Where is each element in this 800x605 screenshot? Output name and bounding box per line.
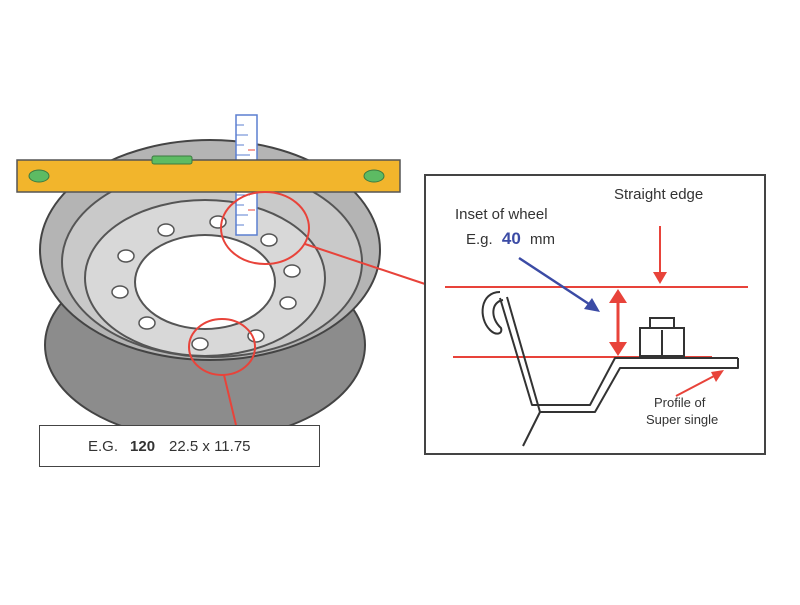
leader-line-top bbox=[304, 243, 426, 285]
bolt-hole bbox=[260, 233, 278, 247]
bolt-hole bbox=[247, 329, 265, 343]
profile-rim-inner bbox=[506, 296, 739, 413]
spirit-level-top-vial bbox=[151, 155, 193, 165]
spirit-level-right-vial bbox=[363, 169, 385, 183]
label-inset-example: E.g. 40 mm bbox=[466, 229, 555, 248]
straight-edge-arrow bbox=[653, 226, 667, 284]
lug-nut bbox=[639, 317, 685, 357]
label-profile-line2: Super single bbox=[646, 412, 718, 427]
spirit-level bbox=[16, 155, 401, 193]
inset-eg-prefix: E.g. bbox=[466, 231, 493, 248]
highlight-bottom bbox=[188, 318, 256, 426]
leader-line-bottom bbox=[223, 374, 237, 426]
label-profile-line1: Profile of bbox=[654, 395, 706, 410]
inset-blue-arrow bbox=[518, 256, 600, 312]
profile-rim-outer bbox=[499, 297, 738, 406]
bolt-hole bbox=[111, 285, 129, 299]
profile-tail bbox=[522, 411, 541, 447]
highlight-circle-top bbox=[220, 191, 310, 265]
bolt-hole bbox=[283, 264, 301, 278]
detail-panel: Straight edge Inset of wheel E.g. 40 mm bbox=[424, 174, 766, 455]
highlight-circle-bottom bbox=[188, 318, 256, 376]
bolt-hole bbox=[138, 316, 156, 330]
spirit-level-left-vial bbox=[28, 169, 50, 183]
example-size-box: E.G. 120 22.5 x 11.75 bbox=[39, 425, 320, 467]
detail-panel-frame bbox=[424, 174, 766, 455]
wheel-center-bore bbox=[134, 234, 276, 330]
label-inset-title: Inset of wheel bbox=[455, 206, 548, 223]
wheel-profile bbox=[481, 291, 739, 447]
bolt-hole bbox=[279, 296, 297, 310]
example-size: 22.5 x 11.75 bbox=[169, 437, 251, 455]
spirit-level-body bbox=[16, 159, 401, 193]
profile-arrow bbox=[675, 370, 724, 397]
label-straight-edge: Straight edge bbox=[614, 186, 703, 203]
highlight-top bbox=[220, 191, 426, 285]
example-value: 120 bbox=[130, 437, 156, 455]
bolt-hole bbox=[157, 223, 175, 237]
example-prefix: E.G. bbox=[88, 437, 119, 455]
bolt-hole bbox=[117, 249, 135, 263]
bolt-hole bbox=[191, 337, 209, 351]
inset-value: 40 bbox=[502, 229, 521, 248]
wheel bbox=[39, 139, 381, 441]
inset-double-arrow bbox=[609, 289, 627, 356]
profile-flange bbox=[481, 291, 504, 335]
inset-unit: mm bbox=[530, 231, 555, 248]
